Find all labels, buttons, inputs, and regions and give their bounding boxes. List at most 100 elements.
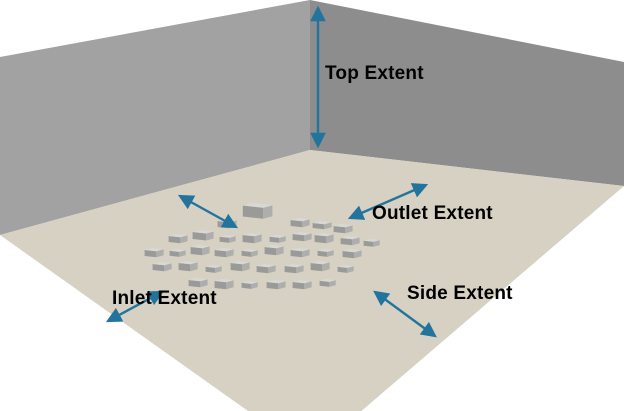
building-top-face	[190, 245, 210, 249]
building-right-face	[296, 265, 304, 274]
building-top-face	[214, 248, 234, 252]
building-top-face	[317, 249, 334, 252]
building-left-face	[290, 220, 303, 228]
building-right-face	[200, 279, 208, 288]
building-left-face	[310, 263, 323, 272]
building-right-face	[345, 225, 353, 234]
inlet-extent-label: Inlet Extent	[112, 288, 217, 309]
building-top-face	[169, 249, 186, 252]
building-left-face	[152, 264, 165, 272]
building-top-face	[266, 280, 286, 284]
building-top-face	[264, 245, 284, 249]
building-right-face	[164, 263, 172, 272]
building-top-face	[290, 248, 310, 252]
building-right-face	[354, 250, 362, 259]
building-right-face	[347, 266, 354, 273]
building-right-face	[254, 234, 262, 244]
building-left-face	[214, 250, 227, 258]
building-top-face	[292, 232, 312, 236]
building-top-face	[314, 233, 334, 237]
building-right-face	[326, 234, 334, 244]
building-right-face	[179, 250, 186, 257]
building-left-face	[256, 266, 269, 274]
building-top-face	[337, 265, 354, 268]
building-right-face	[242, 262, 250, 272]
building-left-face	[266, 282, 279, 290]
building-left-face	[264, 247, 277, 256]
left-wall-extent-arrow	[177, 194, 239, 229]
building-top-face	[219, 235, 236, 238]
building-top-face	[242, 203, 273, 208]
building-right-face	[263, 205, 273, 219]
building-right-face	[206, 231, 214, 241]
building-left-face	[188, 280, 201, 288]
building-top-face	[312, 221, 332, 225]
building-top-face	[284, 264, 304, 268]
building-top-face	[363, 239, 380, 242]
building-right-face	[279, 236, 286, 243]
building-left-face	[340, 238, 353, 246]
side-extent-arrow	[373, 290, 437, 338]
building-left-face	[168, 236, 181, 244]
building-right-face	[324, 222, 332, 230]
building-right-face	[156, 249, 164, 258]
building-left-face	[144, 250, 157, 258]
building-left-face	[290, 250, 303, 258]
building-left-face	[241, 282, 252, 289]
building-right-face	[302, 249, 310, 258]
building-left-face	[241, 250, 252, 257]
building-top-face	[292, 280, 312, 284]
building-right-face	[304, 233, 312, 242]
building-left-face	[314, 235, 327, 244]
building-left-face	[319, 280, 330, 287]
building-left-face	[333, 226, 346, 234]
left-wall	[0, 0, 310, 235]
building-left-face	[242, 205, 264, 219]
building-left-face	[205, 266, 216, 273]
building-top-face	[269, 235, 286, 238]
building-top-face	[214, 279, 234, 283]
building-right-face	[226, 280, 234, 290]
building-top-face	[168, 234, 188, 238]
building-left-face	[363, 240, 374, 247]
building-right-face	[180, 235, 188, 244]
outlet-extent-arrow	[347, 183, 429, 220]
building-left-face	[178, 263, 191, 272]
building-right-face	[202, 246, 210, 256]
building-right-face	[327, 250, 334, 257]
building-right-face	[251, 250, 258, 257]
building-right-face	[373, 240, 380, 247]
building-left-face	[284, 266, 297, 274]
building-top-face	[340, 236, 360, 240]
building-left-face	[190, 247, 203, 256]
building-top-face	[152, 262, 172, 266]
building-left-face	[342, 251, 355, 259]
building-top-face	[205, 265, 222, 268]
building-right-face	[215, 266, 222, 273]
building-top-face	[242, 233, 262, 237]
inlet-extent-arrow	[105, 290, 165, 323]
building-top-face	[192, 230, 214, 234]
building-top-face	[319, 279, 336, 282]
building-right-face	[226, 249, 234, 258]
building-left-face	[214, 281, 227, 290]
outlet-extent-label: Outlet Extent	[372, 203, 493, 224]
building-left-face	[292, 234, 305, 242]
building-right-face	[322, 262, 330, 272]
building-top-face	[241, 281, 258, 284]
buildings-group	[144, 203, 380, 290]
building-top-face	[144, 248, 164, 252]
building-right-face	[229, 236, 236, 243]
building-right-face	[268, 265, 276, 274]
building-left-face	[337, 266, 348, 273]
building-left-face	[219, 236, 230, 243]
building-top-face	[290, 218, 310, 222]
top-extent-label: Top Extent	[325, 63, 424, 84]
building-top-face	[256, 264, 276, 268]
building-top-face	[241, 249, 258, 252]
side-extent-label: Side Extent	[407, 283, 513, 304]
building-right-face	[302, 219, 310, 228]
building-right-face	[352, 237, 360, 246]
building-top-face	[342, 249, 362, 253]
